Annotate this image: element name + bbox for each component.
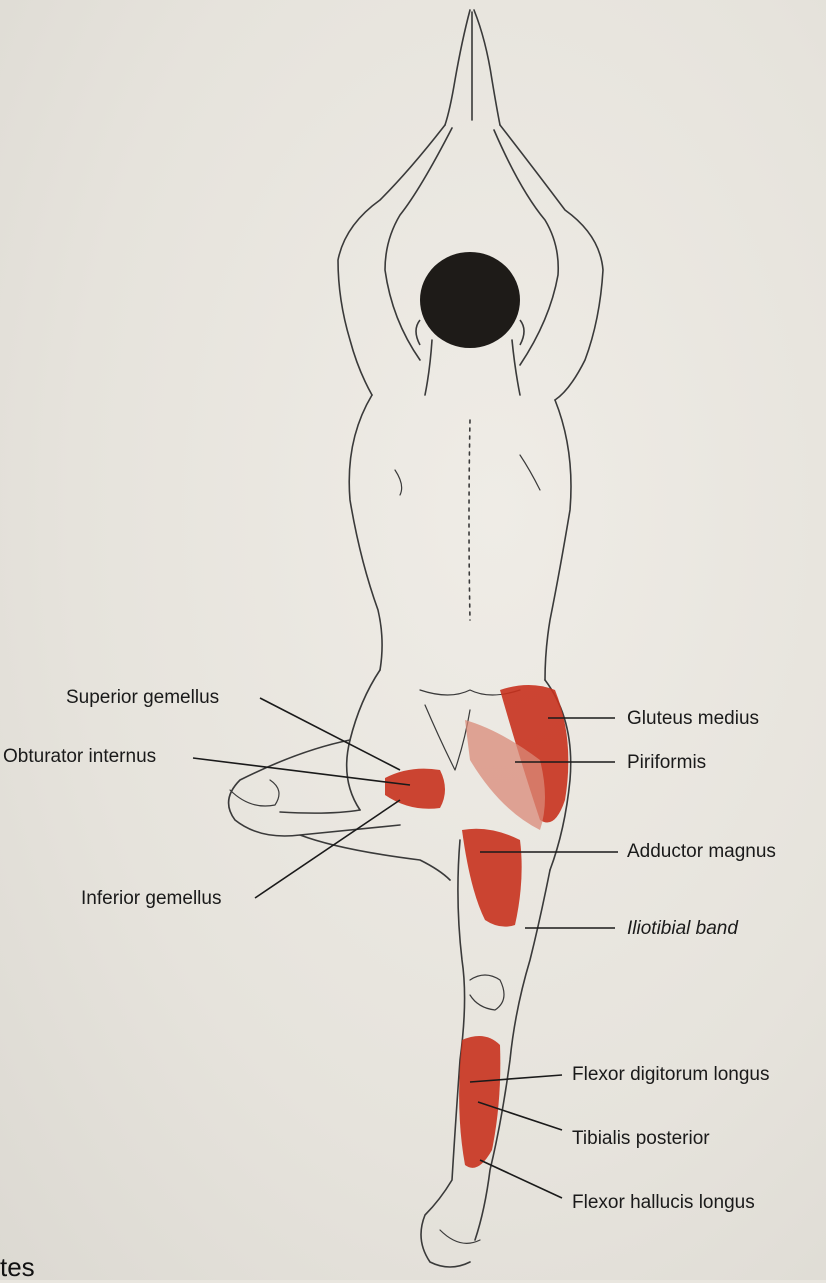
leader-flexor-hallucis-longus [479,1159,563,1199]
muscles [385,685,569,1168]
label-flexor-hallucis-longus: Flexor hallucis longus [572,1192,755,1213]
label-tibialis-posterior: Tibialis posterior [572,1128,710,1149]
ears [415,319,525,346]
footer-text: tes [0,1252,35,1282]
hands [444,9,501,126]
standing-leg [420,839,551,1268]
leader-inferior-gemellus [254,799,401,899]
head [420,252,520,348]
gluteus-medius-shape [500,685,569,823]
right-arm [493,124,604,401]
gemellus-obturator-shape [385,768,445,809]
label-piriformis: Piriformis [627,752,707,773]
label-gluteus-medius: Gluteus medius [627,708,760,729]
spine [468,419,471,621]
piriformis-shape [465,720,545,830]
label-superior-gemellus: Superior gemellus [66,687,220,708]
bent-leg [227,739,451,881]
leader-superior-gemellus [259,697,401,771]
label-obturator-internus: Obturator internus [3,746,157,767]
torso [348,394,572,681]
left-arm [337,124,453,396]
adductor-magnus-shape [462,828,522,927]
leader-tibialis-posterior [477,1101,563,1131]
label-adductor-magnus: Adductor magnus [627,841,776,862]
leader-obturator-internus [192,757,411,786]
leader-flexor-digitorum-longus [469,1074,563,1083]
neck [424,339,521,396]
label-flexor-digitorum-longus: Flexor digitorum longus [572,1064,770,1085]
label-iliotibial-band: Iliotibial band [627,918,738,939]
label-inferior-gemellus: Inferior gemellus [81,888,222,909]
